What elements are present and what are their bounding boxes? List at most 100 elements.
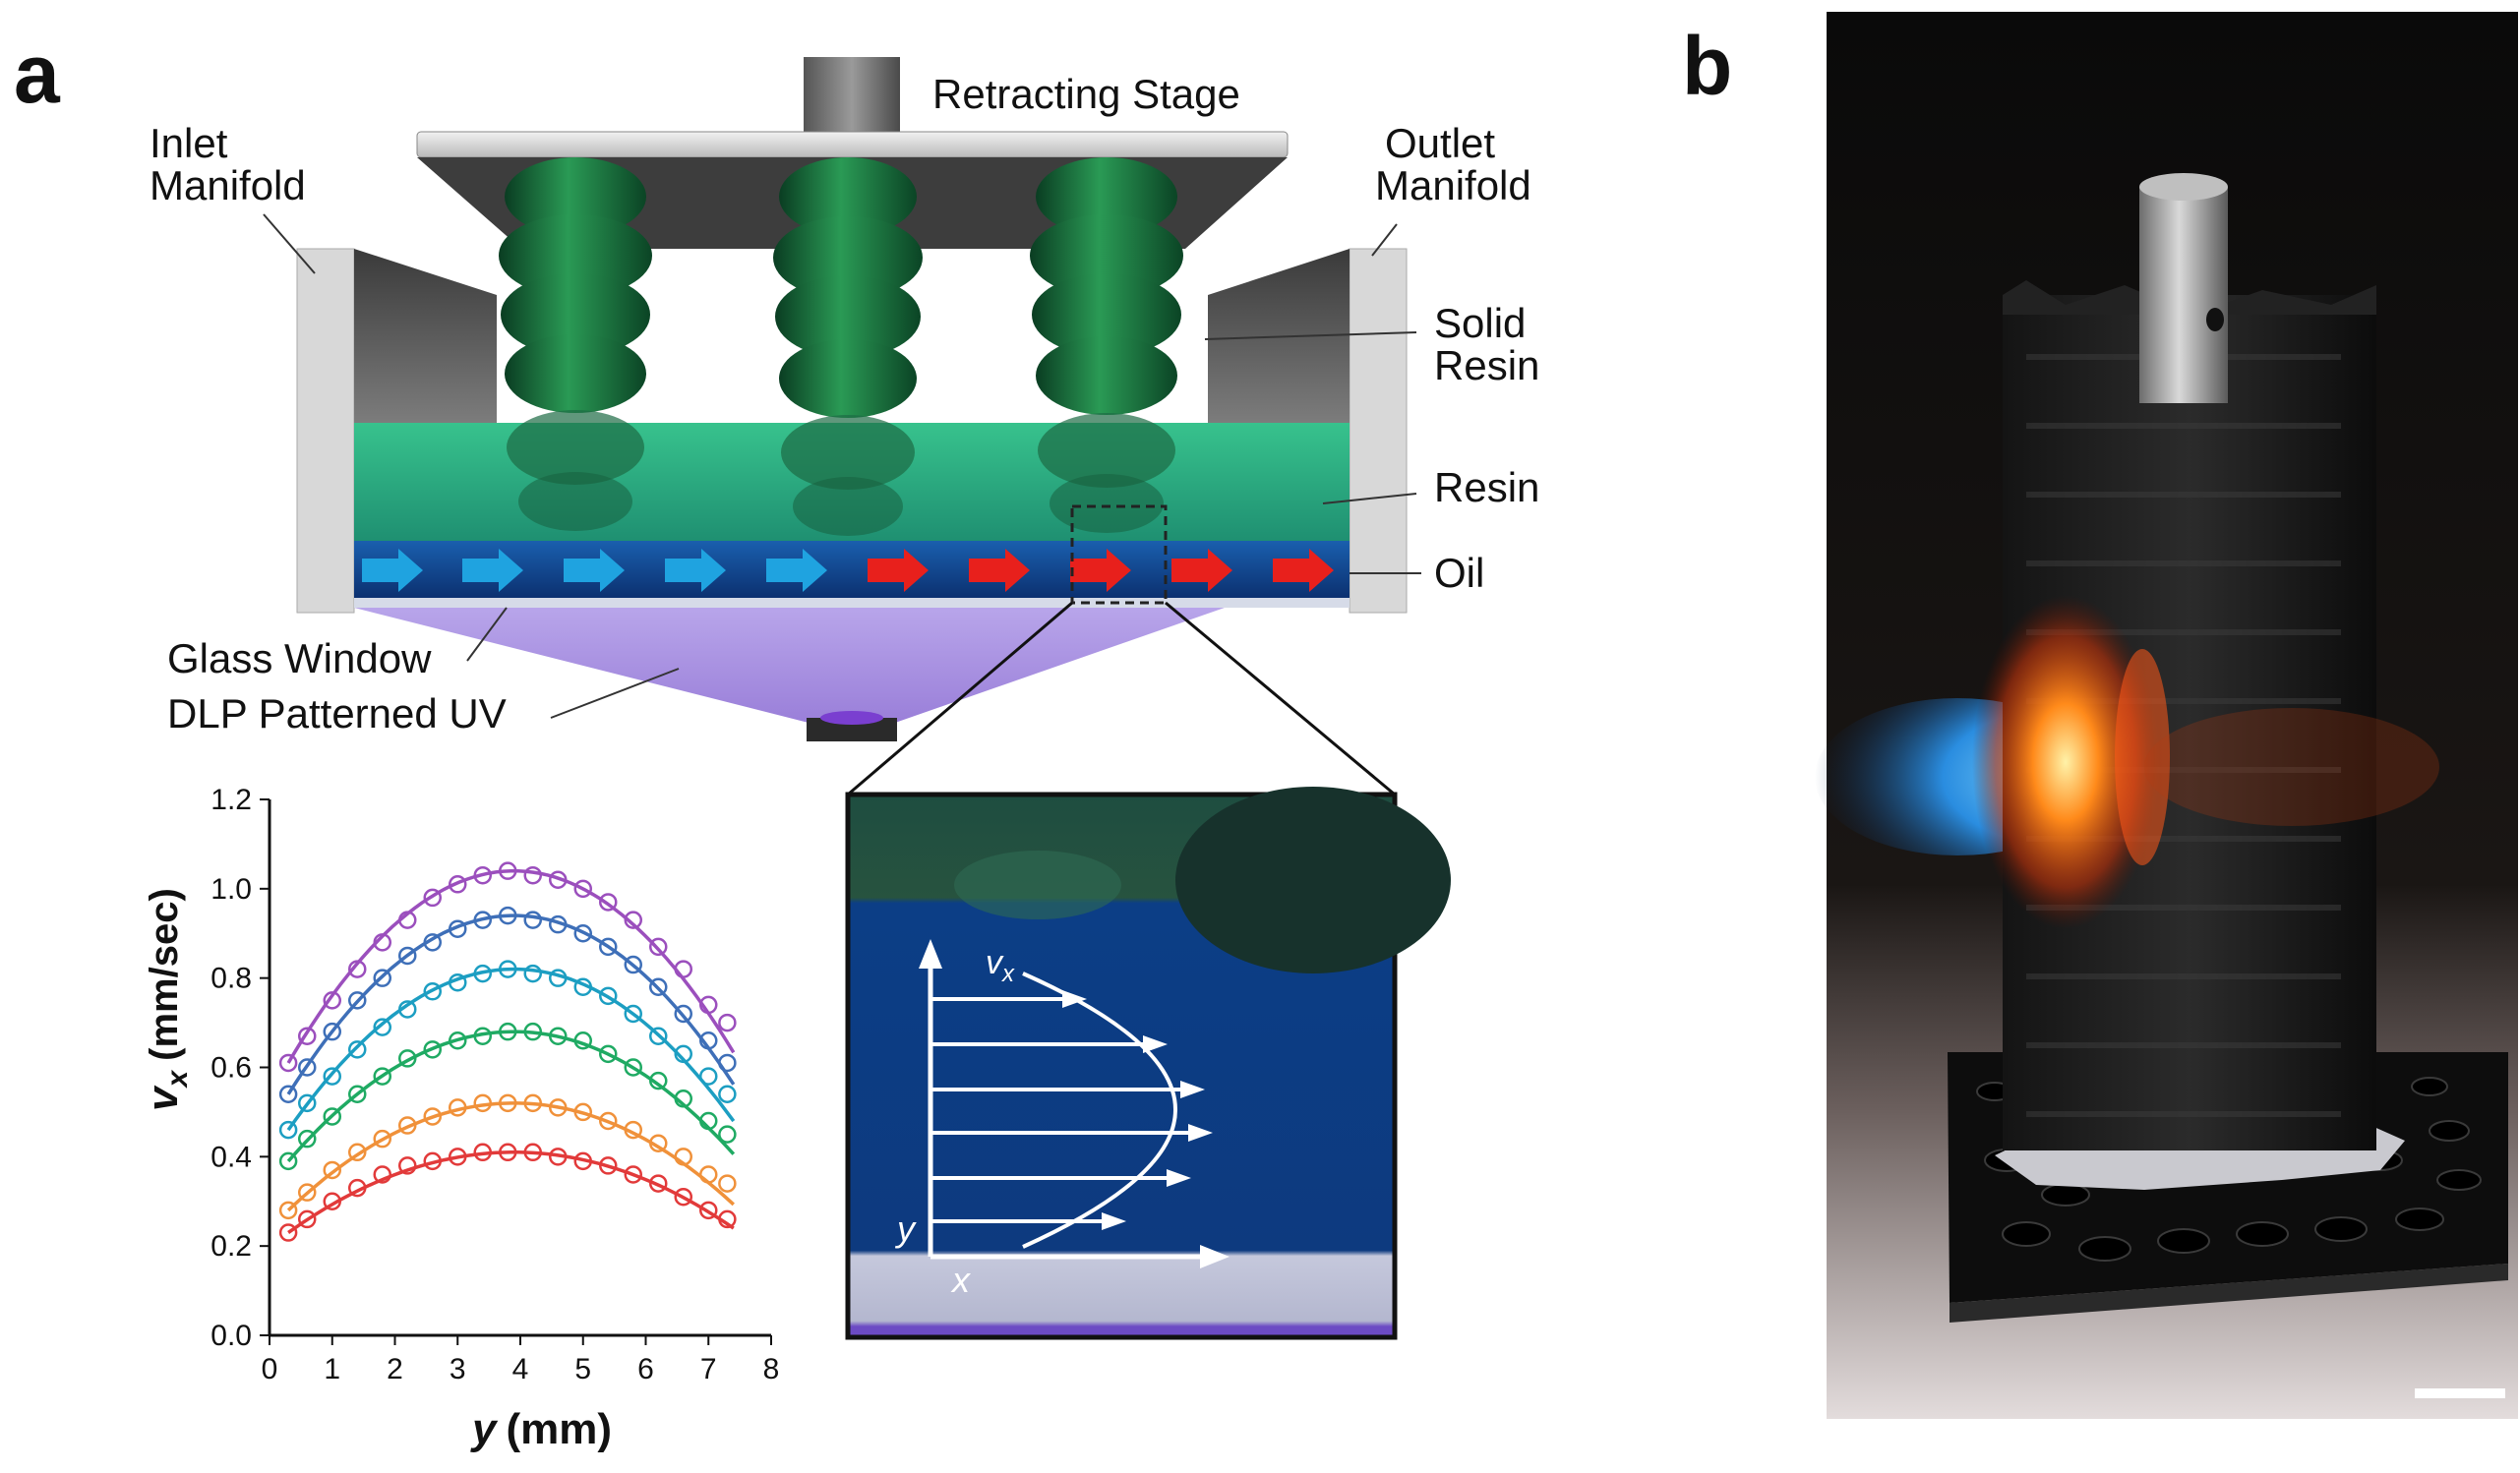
data-point bbox=[649, 1027, 668, 1045]
inset-vx-label: vx bbox=[986, 944, 1015, 987]
data-point bbox=[699, 995, 718, 1015]
data-point bbox=[649, 1174, 668, 1193]
series-4 bbox=[278, 1022, 737, 1171]
x-label-var: y bbox=[470, 1405, 499, 1453]
data-point bbox=[348, 1143, 367, 1162]
label-outlet-line1: Outlet bbox=[1385, 120, 1495, 166]
data-point bbox=[398, 946, 417, 966]
data-point bbox=[278, 1053, 298, 1073]
data-point bbox=[624, 955, 642, 974]
data-point bbox=[624, 1058, 642, 1077]
data-point bbox=[398, 1116, 417, 1135]
label-outlet-line2: Manifold bbox=[1375, 162, 1531, 208]
stage-rod bbox=[804, 57, 900, 134]
data-point bbox=[599, 1156, 618, 1175]
data-point bbox=[699, 1201, 718, 1220]
x-tick-label: 6 bbox=[637, 1353, 654, 1385]
data-point bbox=[449, 1148, 467, 1166]
data-point bbox=[718, 1013, 737, 1032]
heated-glow-inner bbox=[2115, 649, 2170, 865]
data-point bbox=[298, 1209, 317, 1229]
label-inlet-line2: Manifold bbox=[150, 162, 306, 208]
data-point bbox=[523, 1022, 542, 1041]
series-1 bbox=[278, 861, 737, 1073]
data-point bbox=[523, 1093, 542, 1113]
data-point bbox=[373, 1129, 391, 1149]
data-point bbox=[718, 1209, 737, 1229]
fit-line bbox=[286, 913, 736, 1095]
inset-y-label: y bbox=[894, 1208, 917, 1249]
data-point bbox=[549, 1027, 568, 1045]
data-point bbox=[674, 1044, 692, 1064]
data-point bbox=[674, 1004, 692, 1024]
burner-photo bbox=[1815, 12, 2518, 1419]
y-label-unit: (mm/sec) bbox=[143, 888, 186, 1061]
data-point bbox=[523, 911, 542, 929]
data-point bbox=[718, 1125, 737, 1144]
data-point bbox=[398, 1000, 417, 1019]
data-point bbox=[573, 1031, 592, 1050]
inset-x-arrowhead bbox=[1200, 1245, 1230, 1268]
data-point bbox=[348, 991, 367, 1010]
cylinder-top-edge bbox=[2003, 280, 2376, 315]
y-tick-label: 0.2 bbox=[210, 1230, 252, 1263]
data-point bbox=[499, 1143, 517, 1162]
inset-vx-var: v bbox=[986, 944, 1004, 981]
data-point bbox=[573, 977, 592, 996]
series-2 bbox=[278, 906, 737, 1103]
data-point bbox=[523, 964, 542, 983]
data-point bbox=[499, 960, 517, 978]
data-point bbox=[473, 1093, 492, 1113]
parabolic-profile bbox=[1022, 972, 1177, 1249]
inset-x-label: x bbox=[950, 1260, 972, 1300]
data-point bbox=[499, 906, 517, 925]
data-point bbox=[323, 1107, 341, 1126]
metal-post-hole bbox=[2206, 308, 2224, 331]
data-point bbox=[323, 1192, 341, 1210]
data-point bbox=[398, 1156, 417, 1175]
data-point bbox=[398, 911, 417, 929]
data-point bbox=[473, 911, 492, 929]
base-plate-side bbox=[1950, 1264, 2508, 1323]
metal-post-top bbox=[2139, 173, 2228, 201]
data-point bbox=[649, 1071, 668, 1090]
data-point bbox=[278, 1151, 298, 1171]
helix-3 bbox=[1030, 157, 1183, 533]
data-point bbox=[348, 1085, 367, 1103]
data-point bbox=[674, 960, 692, 978]
data-point bbox=[449, 919, 467, 938]
zoom-region-box bbox=[1070, 504, 1168, 605]
data-point bbox=[473, 1143, 492, 1162]
label-dlp-uv: DLP Patterned UV bbox=[167, 690, 507, 736]
data-point bbox=[473, 964, 492, 983]
data-point bbox=[373, 969, 391, 987]
data-point bbox=[649, 1134, 668, 1152]
data-point bbox=[373, 933, 391, 952]
inflow-arrows bbox=[362, 549, 827, 592]
data-point bbox=[278, 1120, 298, 1140]
y-label-var: v bbox=[139, 1085, 187, 1111]
data-point bbox=[699, 1111, 718, 1131]
zoom-line-left bbox=[847, 601, 1073, 796]
label-retracting-stage: Retracting Stage bbox=[932, 71, 1240, 117]
data-point bbox=[298, 1093, 317, 1113]
fit-line bbox=[287, 1150, 735, 1234]
series-6 bbox=[278, 1143, 737, 1242]
metal-post bbox=[2139, 187, 2228, 403]
inset-dark-part bbox=[1175, 787, 1451, 973]
data-point bbox=[298, 1027, 317, 1045]
data-point bbox=[423, 933, 442, 952]
data-point bbox=[423, 1107, 442, 1126]
panel-a-label: a bbox=[14, 28, 61, 120]
data-point bbox=[298, 1183, 317, 1202]
y-tick-label: 0.0 bbox=[210, 1320, 252, 1352]
data-point bbox=[398, 1049, 417, 1068]
helix-1 bbox=[499, 157, 652, 531]
uv-projection-cone bbox=[354, 608, 1225, 723]
data-point bbox=[278, 1085, 298, 1103]
data-point bbox=[718, 1174, 737, 1193]
x-tick-label: 5 bbox=[574, 1353, 591, 1385]
inset-blur bbox=[954, 851, 1121, 919]
data-point bbox=[348, 960, 367, 978]
